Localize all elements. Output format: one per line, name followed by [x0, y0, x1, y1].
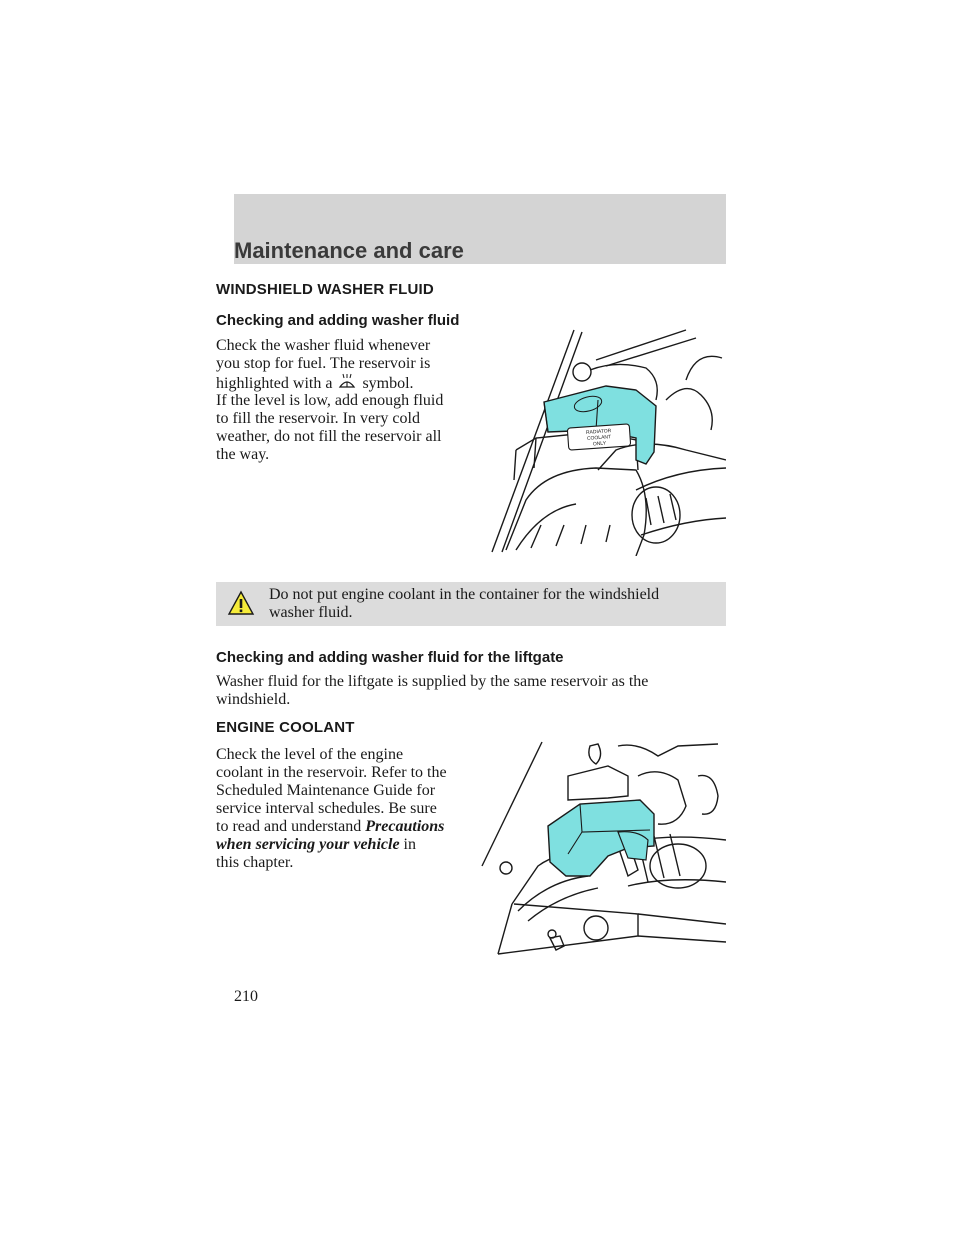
- subheading-washer: Checking and adding washer fluid: [216, 312, 460, 329]
- washer-paragraph-2: If the level is low, add enough fluid to…: [216, 392, 443, 464]
- text-line: If the level is low, add enough fluid: [216, 392, 444, 409]
- text-line: Check the level of the engine: [216, 746, 404, 763]
- text-line: weather, do not fill the reservoir all: [216, 428, 442, 445]
- washer-paragraph-1: Check the washer fluid whenever you stop…: [216, 337, 430, 393]
- washer-symbol-icon: [339, 373, 356, 388]
- text-line: Scheduled Maintenance Guide for: [216, 782, 436, 799]
- figure-label: ONLY: [593, 440, 607, 447]
- figure-label: COOLANT: [587, 434, 612, 442]
- text-line: Check the washer fluid whenever: [216, 337, 431, 354]
- warning-box: [216, 582, 726, 626]
- reference-link-text: Precautions: [365, 818, 445, 835]
- text-line: to fill the reservoir. In very cold: [216, 410, 420, 427]
- text-fragment: to read and understand: [216, 818, 362, 835]
- text-line: you stop for fuel. The reservoir is: [216, 355, 431, 372]
- text-line: service interval schedules. Be sure: [216, 800, 437, 817]
- figure-label: RADIATOR: [586, 428, 612, 436]
- text-fragment: symbol.: [362, 375, 414, 392]
- warning-triangle-icon: [227, 590, 255, 615]
- page-title: Maintenance and care: [234, 238, 464, 263]
- text-fragment: highlighted with a: [216, 375, 333, 392]
- text-line: the way.: [216, 446, 270, 463]
- text-line: coolant in the reservoir. Refer to the: [216, 764, 447, 781]
- text-line: washer fluid.: [269, 604, 353, 621]
- coolant-paragraph: Check the level of the engine coolant in…: [216, 746, 447, 872]
- header-band: [234, 194, 726, 264]
- reference-link-text: when servicing your vehicle: [216, 836, 400, 853]
- warning-text: Do not put engine coolant in the contain…: [269, 586, 659, 622]
- text-line: when servicing your vehicle in: [216, 836, 447, 854]
- text-fragment: in: [403, 836, 416, 853]
- washer-reservoir-illustration: RADIATOR COOLANT ONLY: [491, 329, 726, 556]
- text-line: windshield.: [216, 691, 291, 708]
- section-heading-washer: WINDSHIELD WASHER FLUID: [216, 281, 434, 298]
- text-line: this chapter.: [216, 854, 294, 871]
- text-line: highlighted with a symbol.: [216, 373, 430, 393]
- text-line: Do not put engine coolant in the contain…: [269, 586, 660, 603]
- coolant-reservoir-illustration: [481, 741, 726, 955]
- liftgate-paragraph: Washer fluid for the liftgate is supplie…: [216, 673, 648, 709]
- page-number: 210: [234, 988, 258, 1005]
- text-line: to read and understand Precautions: [216, 818, 447, 836]
- subheading-liftgate: Checking and adding washer fluid for the…: [216, 649, 564, 666]
- text-line: Washer fluid for the liftgate is supplie…: [216, 673, 649, 690]
- section-heading-coolant: ENGINE COOLANT: [216, 719, 355, 736]
